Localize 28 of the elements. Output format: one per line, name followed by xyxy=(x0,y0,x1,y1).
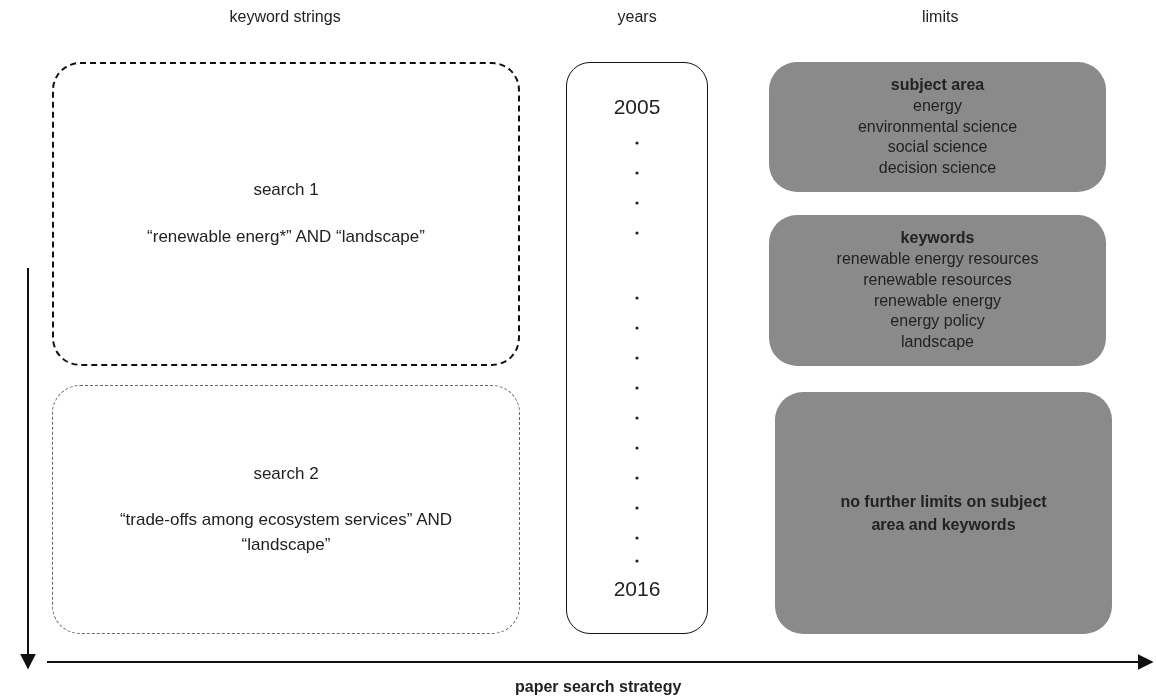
limit-item: renewable energy resources xyxy=(836,248,1039,269)
limit-item: decision science xyxy=(878,158,997,179)
limit-item: energy policy xyxy=(890,311,985,332)
limit-note: no further limits on subject area and keywords xyxy=(839,491,1048,535)
limit-item: energy xyxy=(913,95,962,116)
timeline-box xyxy=(566,62,708,634)
search-box xyxy=(52,62,520,366)
limit-box xyxy=(775,392,1112,634)
search-title: search 1 xyxy=(252,179,320,202)
column-heading: years xyxy=(617,8,657,26)
limit-item: renewable resources xyxy=(863,269,1012,290)
keyword-string: “trade-offs among ecosystem services” AND “landscape” xyxy=(118,509,454,556)
column-heading: keyword strings xyxy=(229,8,341,26)
search-title: search 2 xyxy=(252,462,320,485)
axis-label: paper search strategy xyxy=(515,678,682,696)
column-heading: limits xyxy=(922,8,959,26)
limit-heading: subject area xyxy=(890,75,985,95)
limit-item: landscape xyxy=(901,332,974,353)
year-text: 2005 xyxy=(613,95,661,119)
keyword-string: “renewable energ*” AND “landscape” xyxy=(146,226,426,248)
limit-item: renewable energy xyxy=(873,290,1002,311)
limit-item: environmental science xyxy=(857,116,1018,137)
limit-box xyxy=(769,62,1106,192)
limit-heading: keywords xyxy=(900,228,975,249)
year-text: 2016 xyxy=(613,577,661,601)
limit-item: social science xyxy=(887,137,988,158)
search-box xyxy=(52,385,520,634)
limit-box xyxy=(769,215,1106,366)
